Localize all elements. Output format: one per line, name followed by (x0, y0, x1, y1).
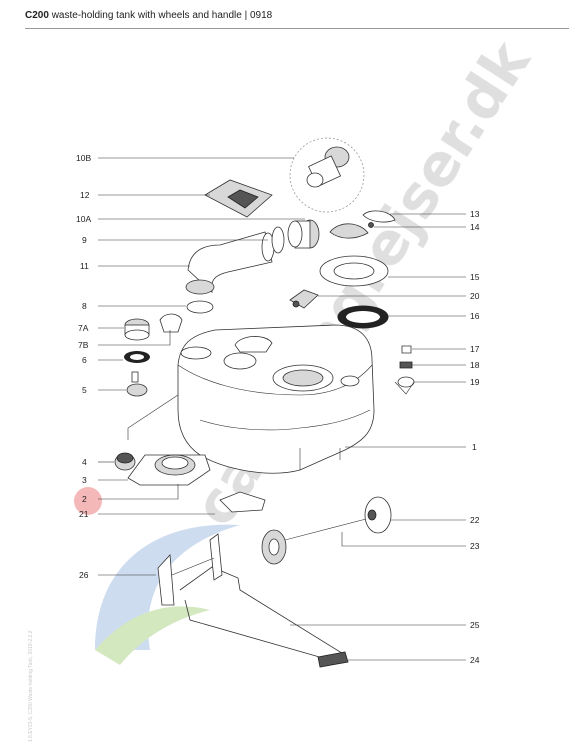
label-8: 8 (82, 301, 87, 311)
page-header: C200 waste-holding tank with wheels and … (0, 0, 569, 30)
part-10a-nut (287, 219, 320, 249)
part-6-seal (124, 351, 150, 363)
part-8-ring (186, 300, 214, 314)
header-model: C200 (25, 10, 49, 21)
part-15-flange (319, 255, 389, 287)
label-23: 23 (470, 541, 480, 551)
header-title-text: waste-holding tank with wheels and handl… (51, 10, 273, 21)
detail-circle (289, 137, 365, 213)
label-13: 13 (470, 209, 480, 219)
part-7b-valve (159, 313, 183, 333)
label-18: 18 (470, 360, 480, 370)
part-23-axle (284, 517, 371, 541)
part-13-clip (329, 223, 369, 239)
watermark-swoosh-blue (95, 524, 240, 650)
label-16: 16 (470, 311, 480, 321)
label-11: 11 (80, 261, 89, 271)
label-3: 3 (82, 475, 87, 485)
label-15: 15 (470, 272, 480, 282)
part-21-bracket (219, 491, 266, 513)
callout-labels-left: 10B 12 10A 9 11 8 7A 7B 6 5 4 3 2 21 26 (76, 153, 91, 580)
label-4: 4 (82, 457, 87, 467)
label-10a: 10A (76, 214, 91, 224)
label-7a: 7A (78, 323, 89, 333)
part-26-handle-bracket (157, 533, 223, 606)
part-13-flap (362, 210, 396, 223)
part-20-valve-lever (289, 289, 319, 309)
label-5: 5 (82, 385, 87, 395)
label-14: 14 (470, 222, 480, 232)
label-17: 17 (470, 344, 480, 354)
part-18-spring (399, 361, 413, 369)
part-23-wheel-left (261, 529, 287, 565)
part-24-grip (317, 651, 349, 668)
label-26: 26 (79, 570, 89, 580)
part-12-cover (204, 179, 273, 218)
label-2: 2 (82, 494, 87, 504)
part-16-gasket (337, 305, 389, 329)
label-10b: 10B (76, 153, 91, 163)
label-19: 19 (470, 377, 480, 387)
side-note: 1.6.EY23-5, C200 Waste-holding Tank, 201… (28, 630, 34, 742)
label-1: 1 (472, 442, 477, 452)
part-4-knob (114, 452, 136, 471)
part-3-valve-housing (127, 454, 211, 486)
part-7a-cap (124, 318, 150, 341)
label-6: 6 (82, 355, 87, 365)
label-25: 25 (470, 620, 480, 630)
watermark-swoosh-green (95, 606, 210, 665)
header-title: C200 waste-holding tank with wheels and … (25, 10, 272, 21)
part-10b-connector (306, 146, 350, 188)
part-5-plug (126, 371, 148, 397)
part-22-wheel-right (364, 496, 392, 534)
label-22: 22 (470, 515, 480, 525)
label-12: 12 (80, 190, 90, 200)
part-14-screw (368, 222, 374, 228)
part-17-cap (401, 345, 412, 354)
callout-labels-right: 13 14 15 20 16 17 18 19 1 22 23 25 24 (470, 209, 480, 665)
part-25-handle-frame (179, 566, 346, 661)
label-9: 9 (82, 235, 87, 245)
highlight-marker (74, 487, 102, 515)
label-7b: 7B (78, 340, 89, 350)
part-9-ring (271, 226, 285, 254)
header-divider (25, 28, 569, 29)
leader-lines (98, 157, 466, 661)
part-1-tank-body (177, 324, 375, 474)
label-21: 21 (79, 509, 89, 519)
label-20: 20 (470, 291, 480, 301)
part-11-elbow-pipe (185, 231, 275, 295)
label-24: 24 (470, 655, 480, 665)
